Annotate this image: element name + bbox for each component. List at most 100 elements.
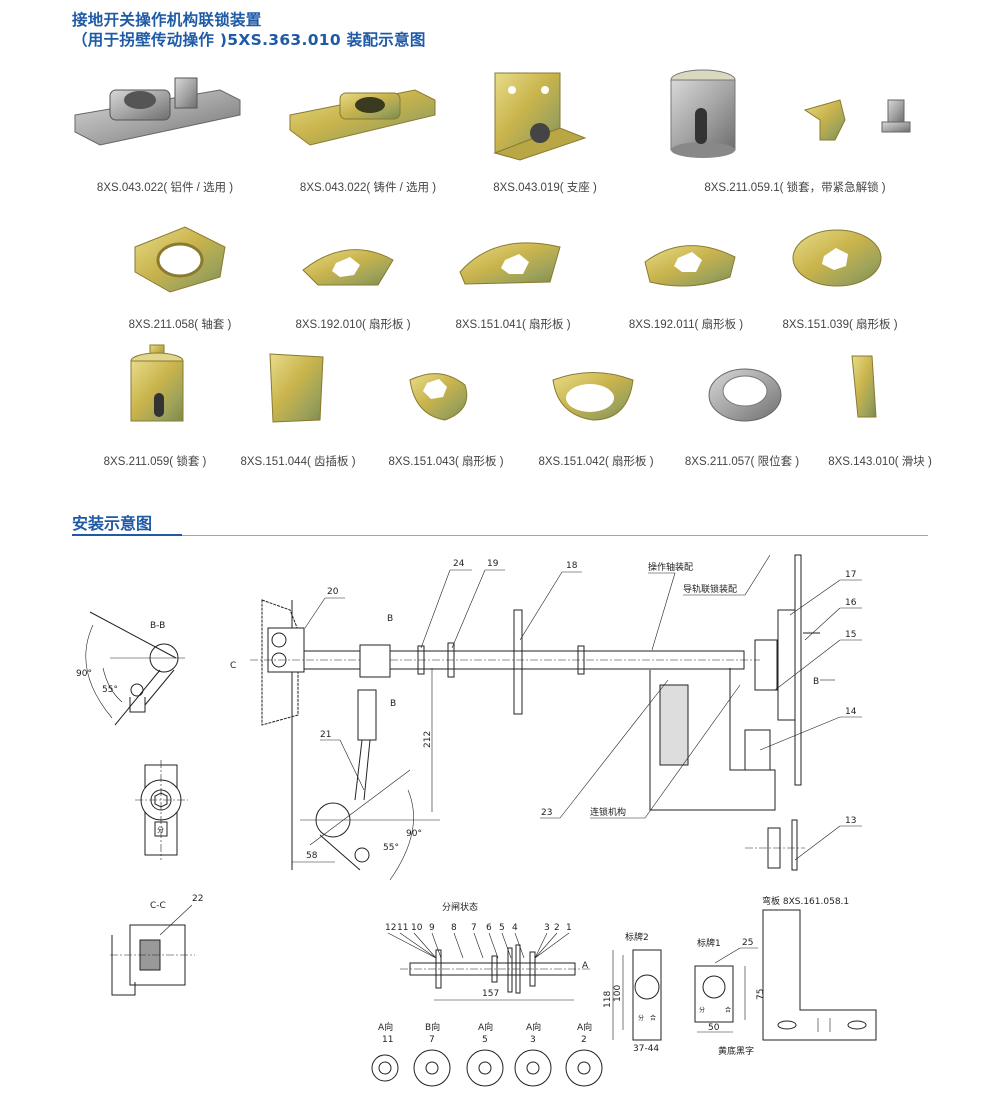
svg-text:24: 24 xyxy=(453,559,465,569)
part-photo-slider xyxy=(851,355,877,418)
part-caption: 8XS.043.019( 支座 ) xyxy=(493,182,597,194)
svg-text:19: 19 xyxy=(487,559,499,569)
part-photo-aluminum-bracket xyxy=(74,77,241,146)
leader-line xyxy=(399,932,437,959)
part-photo-cast-bracket xyxy=(289,89,436,146)
view-bb: B-B 90° 55° xyxy=(76,611,185,726)
svg-text:C: C xyxy=(230,661,236,671)
sector-plate-view xyxy=(371,1054,399,1082)
svg-text:标牌1: 标牌1 xyxy=(697,937,721,949)
part-photo-sector-plate xyxy=(644,245,736,287)
shaft-part-number: 12 xyxy=(385,923,396,933)
hex-hole xyxy=(577,1061,591,1075)
view-part-number: 7 xyxy=(429,1035,435,1045)
svg-text:合: 合 xyxy=(650,1014,656,1022)
svg-text:50: 50 xyxy=(708,1023,720,1033)
svg-text:连锁机构: 连锁机构 xyxy=(590,806,626,818)
part-caption: 8XS.211.059( 锁套 ) xyxy=(103,456,207,468)
part-photo-sector-plate xyxy=(792,229,882,287)
page-title: 接地开关操作机构联锁装置 xyxy=(72,11,262,29)
part-photo-sector-plate xyxy=(552,372,634,421)
svg-text:黄底黑字: 黄底黑字 xyxy=(718,1045,754,1057)
part-caption: 8XS.151.042( 扇形板 ) xyxy=(538,456,654,468)
svg-text:分: 分 xyxy=(157,825,164,834)
sector-plate-view xyxy=(565,1049,603,1087)
part-photo-support xyxy=(493,72,587,161)
svg-text:17: 17 xyxy=(845,570,856,580)
part-photo-lock-sleeve-emergency xyxy=(670,69,736,158)
part-photo-shaft-sleeve xyxy=(134,226,226,293)
view-direction-label: B向 xyxy=(425,1021,440,1033)
svg-text:118: 118 xyxy=(603,991,613,1008)
shaft-part-number: 4 xyxy=(512,923,518,933)
leader-line xyxy=(534,932,558,959)
leader-line xyxy=(431,932,442,959)
svg-text:合: 合 xyxy=(725,1006,731,1014)
leader-line xyxy=(501,932,512,959)
svg-text:分: 分 xyxy=(699,1006,705,1014)
part-caption: 8XS.211.058( 轴套 ) xyxy=(128,319,232,331)
shaft-part-number: 9 xyxy=(429,923,435,933)
view-direction-label: A向 xyxy=(577,1021,592,1033)
shaft-part-number: 1 xyxy=(566,923,572,933)
svg-text:23: 23 xyxy=(541,808,552,818)
leader-line xyxy=(488,932,499,959)
part-caption: 8XS.192.010( 扇形板 ) xyxy=(295,319,411,331)
hex-hole xyxy=(378,1061,392,1075)
svg-text:A: A xyxy=(582,961,589,971)
hex-hole xyxy=(526,1061,540,1075)
svg-text:90°: 90° xyxy=(76,669,92,679)
svg-text:100: 100 xyxy=(613,985,623,1002)
leader-line xyxy=(473,932,484,959)
shaft-part-number: 2 xyxy=(554,923,560,933)
leader-line xyxy=(387,932,437,959)
interlock-mechanism: 操作轴装配 导轨联锁装配 B 连锁机构 23 17 16 15 14 13 xyxy=(540,554,862,871)
sign-1-drawing: 标牌1 75 50 25 黄底黑字 分 合 xyxy=(694,937,766,1057)
shaft-part-number: 8 xyxy=(451,923,457,933)
shaft-part-number: 5 xyxy=(499,923,505,933)
view-direction-label: A向 xyxy=(526,1021,541,1033)
svg-text:25: 25 xyxy=(742,938,753,948)
leader-line xyxy=(514,932,525,959)
svg-text:22: 22 xyxy=(192,894,203,904)
svg-text:B: B xyxy=(387,614,393,624)
bent-plate-drawing: 弯板 8XS.161.058.1 xyxy=(762,895,877,1041)
shaft-part-number: 11 xyxy=(397,923,408,933)
svg-text:20: 20 xyxy=(327,587,339,597)
shaft-part-number: 3 xyxy=(544,923,550,933)
section-divider xyxy=(72,535,928,536)
leader-line xyxy=(453,932,464,959)
page-subtitle: （用于拐壁传动操作 )5XS.363.010 装配示意图 xyxy=(72,31,426,49)
main-assembly: C 90° 55° B B 212 58 20 24 19 18 21 xyxy=(230,559,760,881)
part-photo-sector-plate xyxy=(302,249,394,286)
svg-text:B-B: B-B xyxy=(150,621,165,631)
part-caption: 8XS.192.011( 扇形板 ) xyxy=(628,319,744,331)
svg-text:55°: 55° xyxy=(383,843,399,853)
svg-text:21: 21 xyxy=(320,730,331,740)
sector-plate-view xyxy=(413,1049,451,1087)
part-caption: 8XS.043.022( 铸件 / 选用 ) xyxy=(299,182,437,194)
leader-line xyxy=(413,932,437,959)
view-part-number: 5 xyxy=(482,1035,488,1045)
shaft-part-number: 10 xyxy=(411,923,423,933)
part-photo-lock-sleeve xyxy=(130,344,184,422)
svg-text:导轨联锁装配: 导轨联锁装配 xyxy=(683,583,737,595)
svg-text:75: 75 xyxy=(756,989,766,1000)
installation-drawing: B-B 90° 55° 分 C-C 22 C xyxy=(76,554,877,1087)
view-direction-label: A向 xyxy=(478,1021,493,1033)
hex-hole xyxy=(478,1061,492,1075)
part-photo-limit-sleeve xyxy=(708,368,782,422)
section-divider-accent xyxy=(72,534,182,536)
view-part-number: 11 xyxy=(382,1035,393,1045)
sign-2-drawing: 标牌2 118 100 37-44 分 合 xyxy=(603,931,662,1054)
svg-text:55°: 55° xyxy=(102,685,118,695)
svg-text:B: B xyxy=(390,699,396,709)
part-photo-sector-plate xyxy=(409,373,468,421)
svg-text:16: 16 xyxy=(845,598,857,608)
leader-line xyxy=(534,932,570,959)
svg-text:13: 13 xyxy=(845,816,856,826)
svg-text:37-44: 37-44 xyxy=(633,1044,659,1054)
part-photo-latch-and-screw xyxy=(803,99,911,141)
sector-plate-view xyxy=(514,1049,552,1087)
